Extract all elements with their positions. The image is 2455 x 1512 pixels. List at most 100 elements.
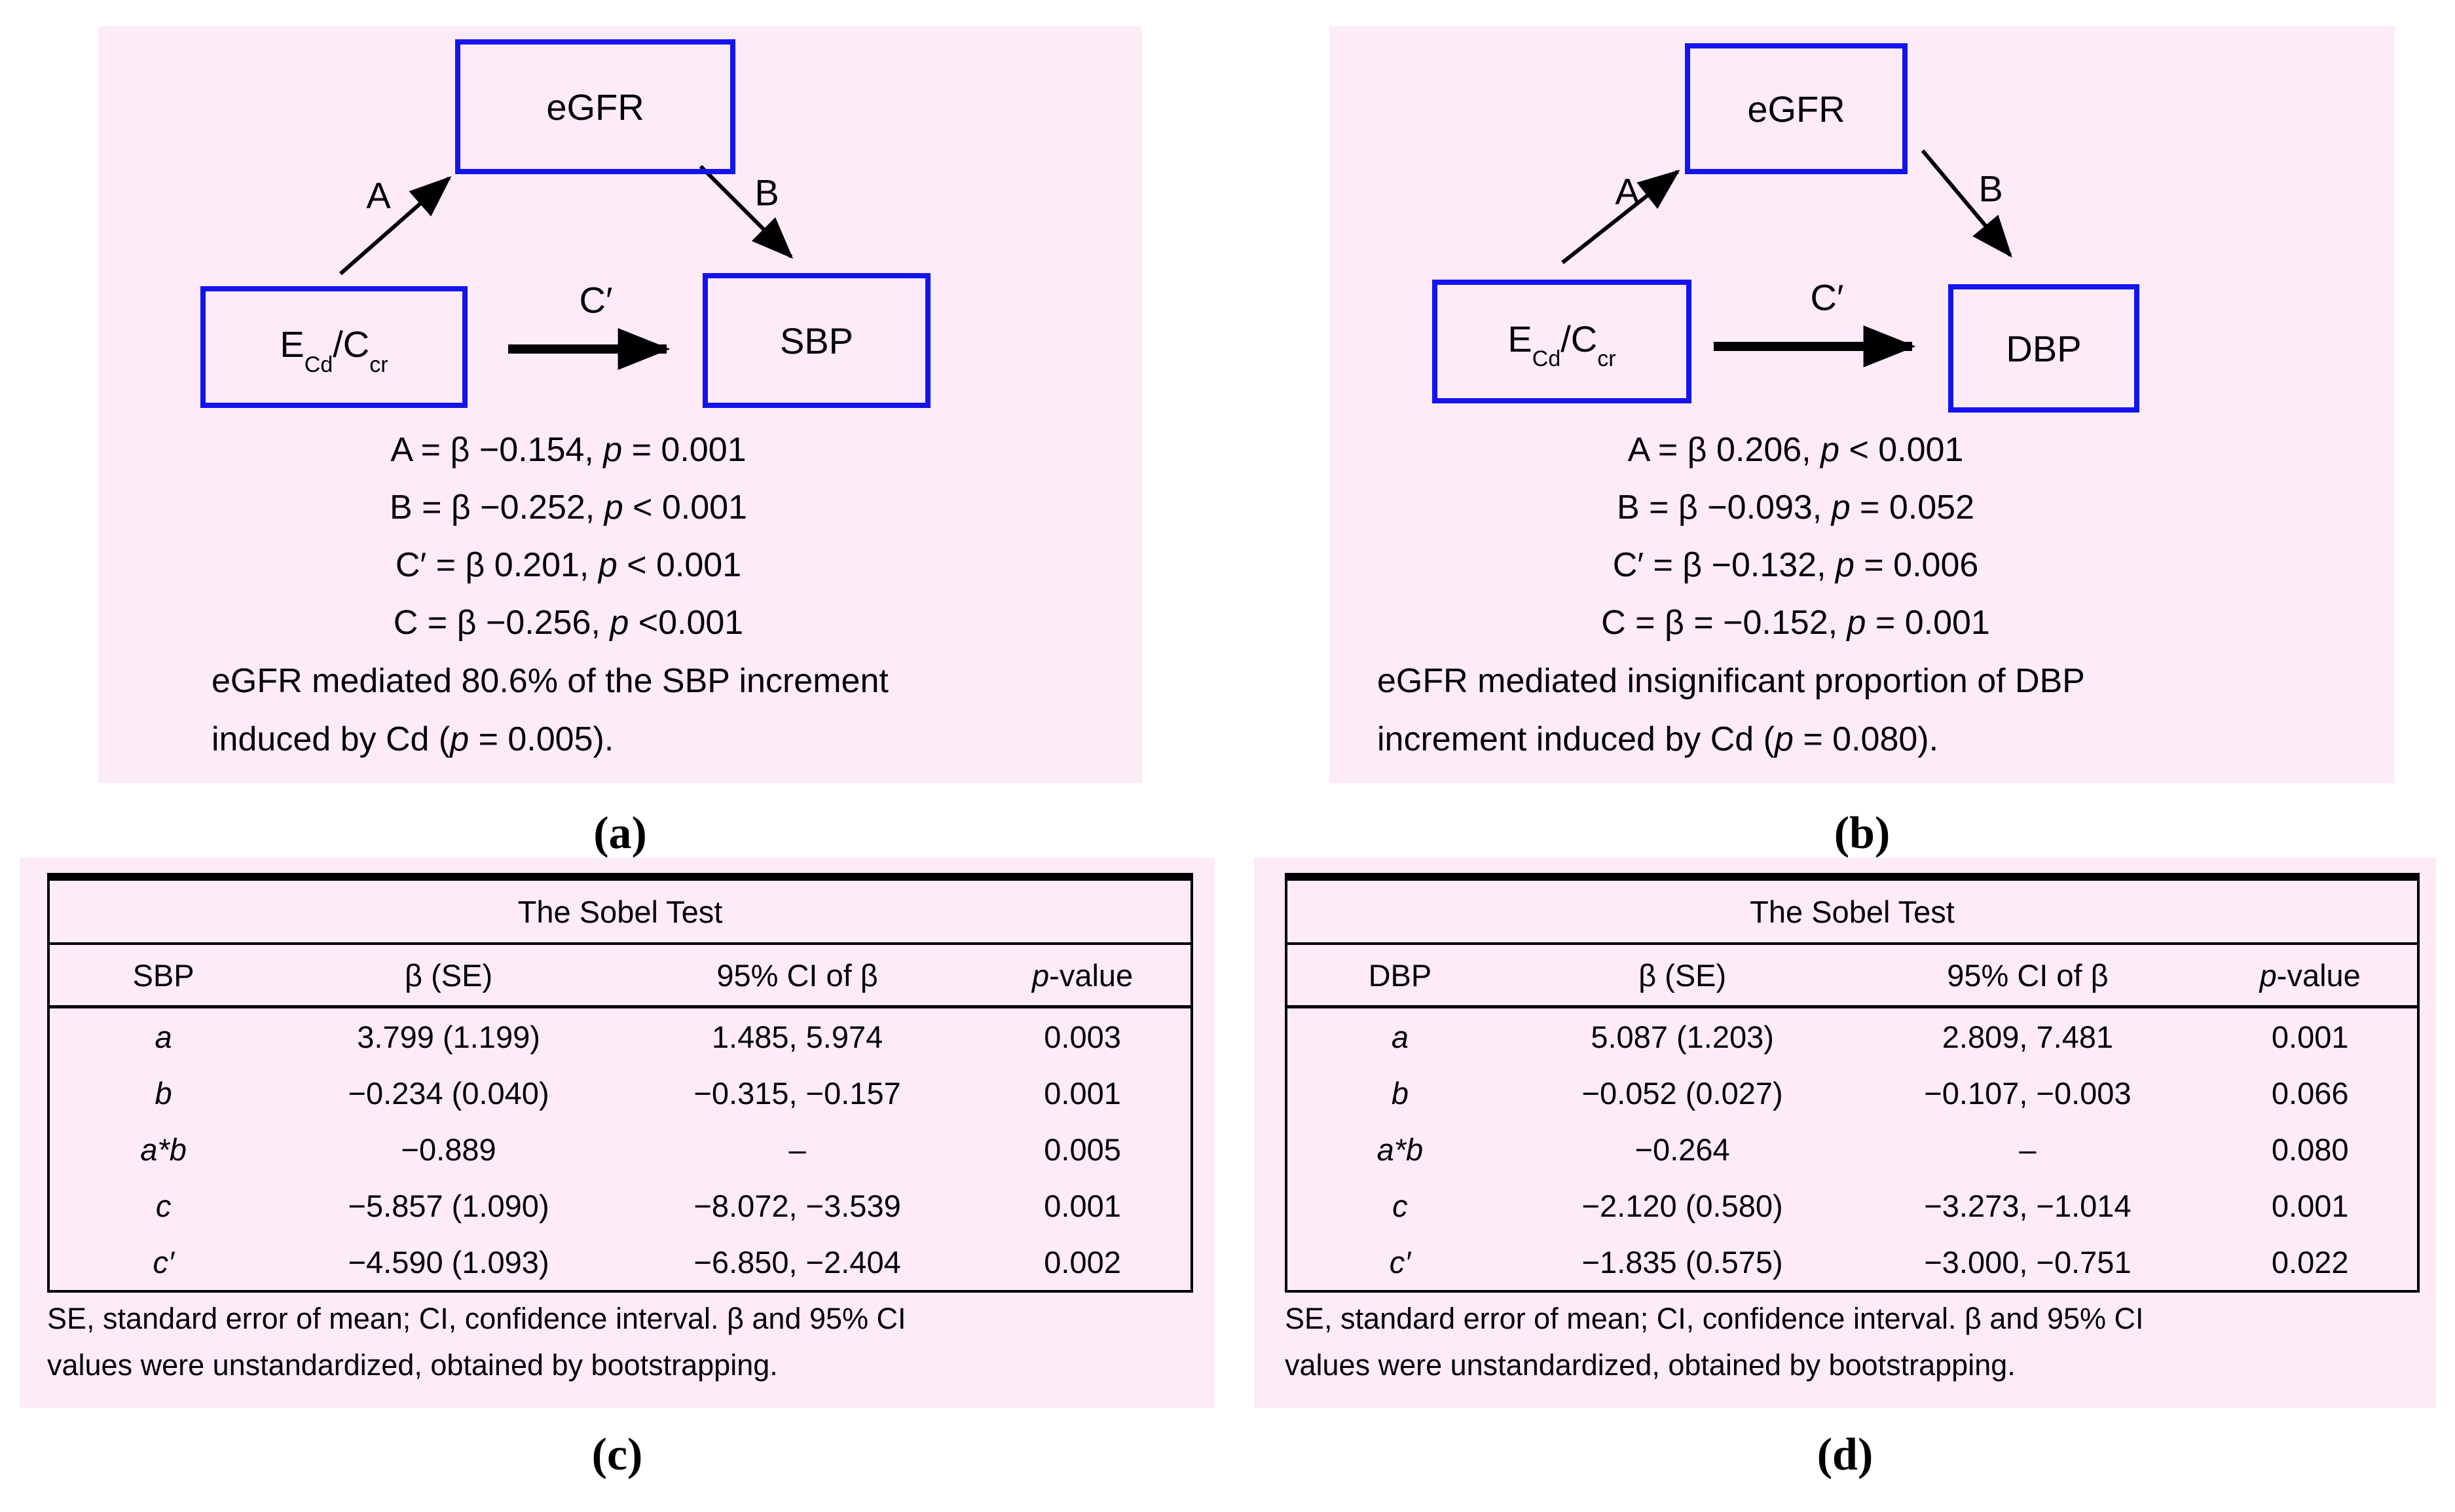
ci-cell: −0.315, −0.157 — [693, 1075, 901, 1111]
column-header-pvalue: p-value — [974, 944, 1192, 1008]
beta-se-cell: −5.857 (1.090) — [348, 1188, 549, 1223]
beta-se-cell: −1.835 (0.575) — [1581, 1244, 1783, 1280]
sobel-test-table-sbp: The Sobel Test SBP β (SE) 95% CI of β p-… — [47, 873, 1193, 1293]
table-title: The Sobel Test — [48, 877, 1192, 945]
beta-se-cell: 5.087 (1.203) — [1591, 1019, 1774, 1054]
row-label: c — [155, 1188, 172, 1223]
column-header-outcome: DBP — [1286, 944, 1513, 1008]
mediation-summary-a: eGFR mediated 80.6% of the SBP increment… — [212, 652, 889, 769]
outcome-label: SBP — [779, 320, 854, 361]
pvalue-cell: 0.001 — [2271, 1188, 2349, 1223]
pvalue-cell: 0.001 — [1044, 1075, 1121, 1111]
panel-label-c: (c) — [591, 1429, 643, 1480]
ci-cell: – — [788, 1132, 806, 1167]
mediator-label: eGFR — [1747, 88, 1845, 130]
pvalue-cell: 0.001 — [2271, 1019, 2349, 1054]
ci-cell: −6.850, −2.404 — [693, 1244, 901, 1280]
ci-cell: −8.072, −3.539 — [693, 1188, 901, 1223]
stat-line: A = β −0.154, p = 0.001 — [390, 431, 747, 469]
path-b-label: B — [1978, 168, 2003, 210]
beta-se-cell: −4.590 (1.093) — [348, 1244, 549, 1280]
column-header-beta-se: β (SE) — [277, 944, 620, 1008]
footnote-line: values were unstandardized, obtained by … — [47, 1348, 778, 1382]
summary-line: eGFR mediated insignificant proportion o… — [1377, 662, 2085, 700]
table-title-row: The Sobel Test — [48, 877, 1192, 945]
outcome-label: DBP — [2006, 327, 2082, 369]
path-a-label: A — [1615, 170, 1640, 212]
pvalue-cell: 0.001 — [1044, 1188, 1121, 1223]
column-header-beta-se: β (SE) — [1512, 944, 1853, 1008]
table-row: c′ −4.590 (1.093) −6.850, −2.404 0.002 — [48, 1234, 1192, 1291]
row-label: a*b — [140, 1132, 187, 1167]
table-footnote-d: SE, standard error of mean; CI, confiden… — [1285, 1295, 2144, 1388]
row-label: a*b — [1376, 1132, 1424, 1167]
path-a-label: A — [366, 174, 391, 216]
footnote-line: SE, standard error of mean; CI, confiden… — [1285, 1302, 2144, 1335]
table-panel-c: The Sobel Test SBP β (SE) 95% CI of β p-… — [20, 858, 1215, 1408]
outcome-node-dbp: DBP — [1948, 284, 2139, 413]
column-header-ci: 95% CI of β — [1852, 944, 2204, 1008]
row-label: c′ — [153, 1244, 174, 1280]
table-row: a*b−0.889–0.005 — [48, 1121, 1192, 1177]
arrow-b-mediator-to-outcome — [699, 164, 794, 259]
summary-line: eGFR mediated 80.6% of the SBP increment — [212, 662, 889, 700]
stats-block-b: A = β 0.206, p < 0.001 B = β −0.093, p =… — [1468, 421, 2123, 652]
outcome-node-sbp: SBP — [703, 273, 931, 408]
table-panel-d: The Sobel Test DBP β (SE) 95% CI of β p-… — [1254, 858, 2436, 1408]
table-title-row: The Sobel Test — [1286, 877, 2418, 945]
ci-cell: 2.809, 7.481 — [1942, 1019, 2114, 1054]
ci-cell: −0.107, −0.003 — [1924, 1075, 2132, 1111]
beta-se-cell: −2.120 (0.580) — [1581, 1188, 1783, 1223]
row-label: a — [1391, 1019, 1409, 1054]
beta-se-cell: −0.234 (0.040) — [348, 1075, 549, 1111]
pvalue-cell: 0.066 — [2271, 1075, 2349, 1111]
mediator-label: eGFR — [546, 86, 644, 128]
table-header-row: SBP β (SE) 95% CI of β p-value — [48, 944, 1192, 1008]
row-label: a — [155, 1019, 172, 1054]
row-label: b — [1391, 1075, 1409, 1111]
sobel-test-table-dbp: The Sobel Test DBP β (SE) 95% CI of β p-… — [1285, 873, 2420, 1293]
table-footnote-c: SE, standard error of mean; CI, confiden… — [47, 1295, 906, 1388]
stat-line: A = β 0.206, p < 0.001 — [1627, 431, 1964, 469]
table-row: a 5.087 (1.203) 2.809, 7.481 0.001 — [1286, 1007, 2418, 1065]
table-row: c −5.857 (1.090) −8.072, −3.539 0.001 — [48, 1177, 1192, 1234]
table-title: The Sobel Test — [1286, 877, 2418, 945]
stat-line: B = β −0.093, p = 0.052 — [1616, 489, 1974, 526]
row-label: c′ — [1389, 1244, 1411, 1280]
summary-line: increment induced by Cd (p = 0.080). — [1377, 720, 1939, 758]
panel-label-b: (b) — [1834, 808, 1891, 858]
ci-cell: 1.485, 5.974 — [711, 1019, 883, 1054]
stat-line: C′ = β 0.201, p < 0.001 — [395, 546, 742, 584]
exposure-label: ECd/Ccr — [280, 323, 388, 377]
arrow-b-mediator-to-outcome — [1921, 149, 2012, 258]
diagram-panel-a: eGFR ECd/Ccr SBP A B C′ A = β −0.154, p … — [98, 26, 1142, 783]
column-header-ci: 95% CI of β — [619, 944, 975, 1008]
mediator-node-egfr: eGFR — [1685, 43, 1908, 174]
mediator-node-egfr: eGFR — [455, 39, 735, 174]
pvalue-cell: 0.002 — [1044, 1244, 1121, 1280]
table-row: b −0.052 (0.027) −0.107, −0.003 0.066 — [1286, 1065, 2418, 1121]
beta-se-cell: −0.052 (0.027) — [1581, 1075, 1783, 1111]
mediation-summary-b: eGFR mediated insignificant proportion o… — [1377, 652, 2085, 769]
pvalue-cell: 0.003 — [1044, 1019, 1121, 1054]
arrow-a-exposure-to-mediator — [1561, 170, 1680, 265]
exposure-label: ECd/Ccr — [1507, 318, 1616, 372]
exposure-node-ecd-ccr: ECd/Ccr — [1432, 280, 1691, 403]
exposure-node-ecd-ccr: ECd/Ccr — [200, 286, 468, 408]
stat-line: B = β −0.252, p < 0.001 — [389, 489, 747, 526]
path-cprime-label: C′ — [1810, 276, 1844, 318]
path-b-label: B — [754, 172, 779, 213]
path-arrows-a — [339, 164, 794, 370]
stat-line: C′ = β −0.132, p = 0.006 — [1612, 546, 1979, 584]
stats-block-a: A = β −0.154, p = 0.001 B = β −0.252, p … — [241, 421, 896, 652]
stat-line: C = β −0.256, p <0.001 — [393, 604, 744, 642]
pvalue-cell: 0.005 — [1044, 1132, 1121, 1167]
pvalue-cell: 0.080 — [2271, 1132, 2349, 1167]
ci-cell: −3.000, −0.751 — [1924, 1244, 2132, 1280]
column-header-pvalue: p-value — [2203, 944, 2418, 1008]
